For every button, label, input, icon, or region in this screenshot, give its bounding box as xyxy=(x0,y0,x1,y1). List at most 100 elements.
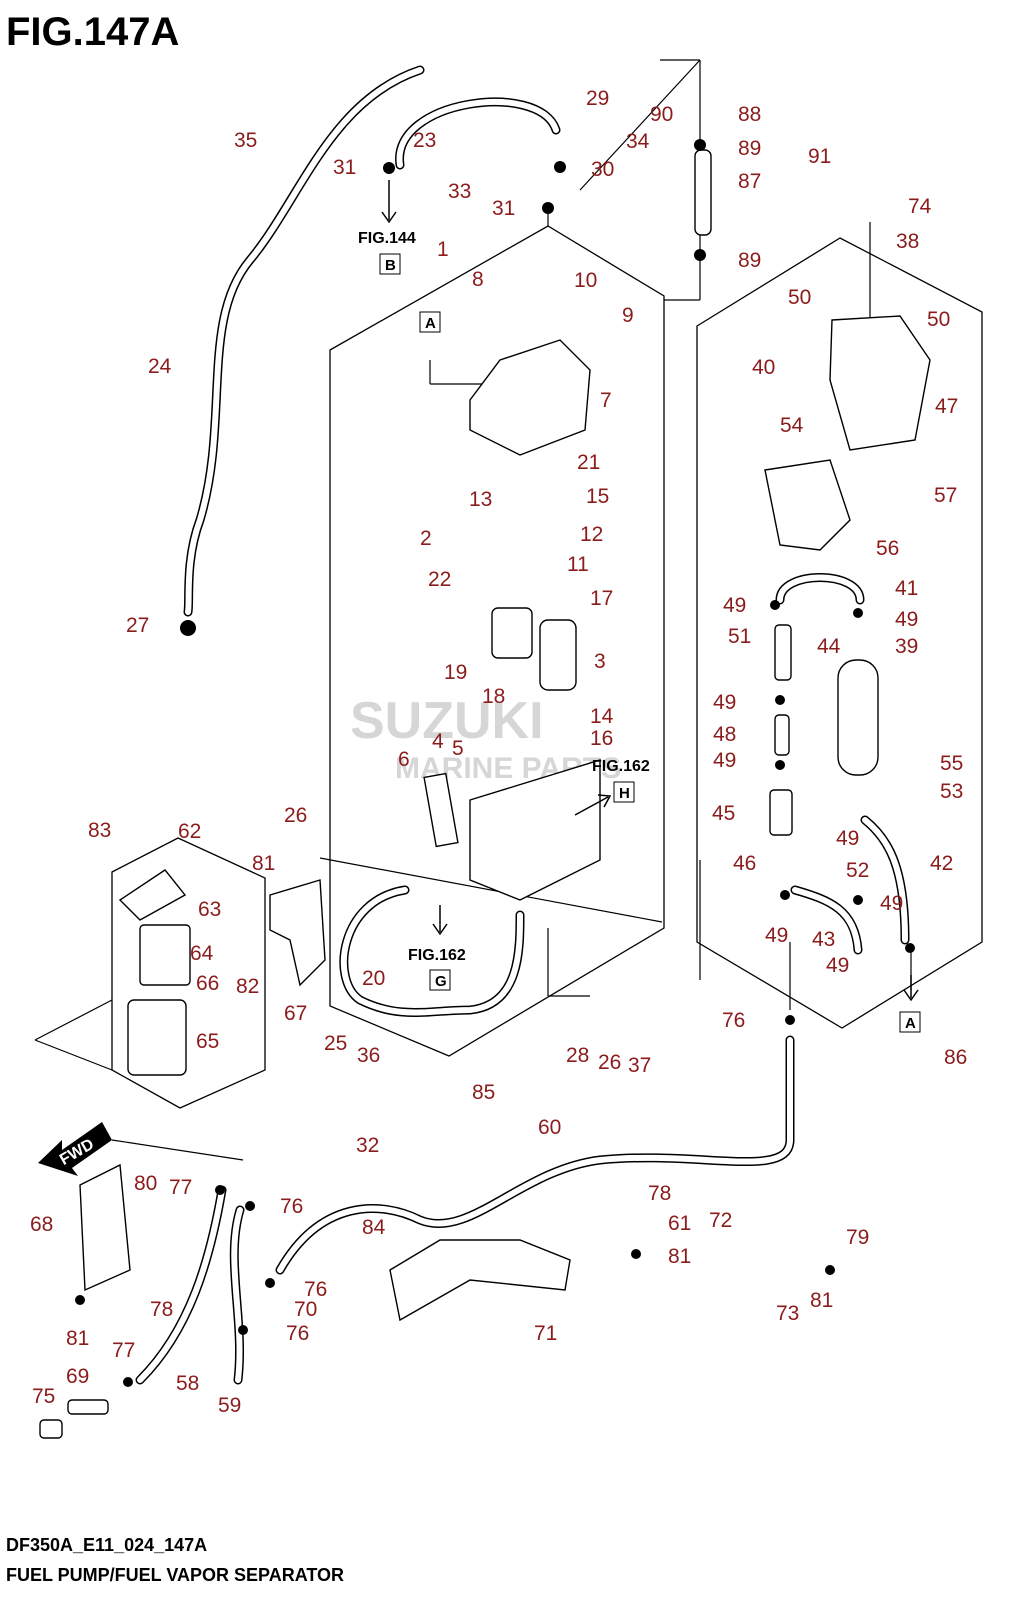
callout-14: 14 xyxy=(590,705,614,728)
watermark-brand: SUZUKI xyxy=(350,692,544,750)
components xyxy=(39,149,931,1439)
callout-53: 53 xyxy=(940,780,963,803)
callout-43: 43 xyxy=(812,928,835,951)
ref-fig162-top-box: H xyxy=(619,785,630,802)
callout-63: 63 xyxy=(198,898,221,921)
bracket-71 xyxy=(389,1239,571,1322)
callout-81c: 81 xyxy=(668,1245,691,1268)
hose-87 xyxy=(694,149,712,236)
fitting-75 xyxy=(39,1419,63,1439)
pump-body xyxy=(539,619,577,691)
bracket-40 xyxy=(829,315,931,451)
callout-76a: 76 xyxy=(722,1009,745,1032)
callout-27: 27 xyxy=(126,614,149,637)
joint-45 xyxy=(769,789,793,836)
callout-59: 59 xyxy=(218,1394,241,1417)
figure-references: FIG.144 B A FIG.162 H FIG.162 G A xyxy=(358,230,921,1033)
callout-60: 60 xyxy=(538,1116,561,1139)
callout-36: 36 xyxy=(357,1044,380,1067)
callout-78b: 78 xyxy=(648,1182,671,1205)
callout-77b: 77 xyxy=(112,1339,135,1362)
callout-56: 56 xyxy=(876,537,899,560)
callout-13: 13 xyxy=(469,488,492,511)
callout-65: 65 xyxy=(196,1030,219,1053)
callout-29: 29 xyxy=(586,87,609,110)
callout-6: 6 xyxy=(398,748,410,771)
callout-17: 17 xyxy=(590,587,613,610)
callout-7: 7 xyxy=(600,389,612,412)
callout-48: 48 xyxy=(713,723,736,746)
callout-24: 24 xyxy=(148,355,172,378)
callout-10: 10 xyxy=(574,269,597,292)
callout-50a: 50 xyxy=(788,286,811,309)
callout-85: 85 xyxy=(472,1081,495,1104)
callout-49d: 49 xyxy=(713,749,736,772)
ref-fig162-top: FIG.162 xyxy=(592,758,650,775)
callout-79: 79 xyxy=(846,1226,869,1249)
callout-61: 61 xyxy=(668,1212,691,1235)
bracket-67 xyxy=(269,879,326,987)
callout-88: 88 xyxy=(738,103,761,126)
fasteners xyxy=(75,139,915,1387)
callout-31b: 31 xyxy=(492,197,515,220)
pipe-48 xyxy=(774,714,790,756)
callout-70: 70 xyxy=(294,1298,317,1321)
callout-32: 32 xyxy=(356,1134,379,1157)
ref-arrows xyxy=(381,180,919,1002)
callout-12: 12 xyxy=(580,523,603,546)
callout-82: 82 xyxy=(236,975,259,998)
callout-30: 30 xyxy=(591,158,614,181)
callout-62: 62 xyxy=(178,820,201,843)
callout-4: 4 xyxy=(432,730,444,753)
callout-19: 19 xyxy=(444,661,467,684)
callout-73: 73 xyxy=(776,1302,799,1325)
hose-58 xyxy=(135,1185,227,1385)
callout-35: 35 xyxy=(234,129,257,152)
callout-49f: 49 xyxy=(880,892,903,915)
callout-46: 46 xyxy=(733,852,756,875)
callout-37: 37 xyxy=(628,1054,651,1077)
callout-76b: 76 xyxy=(280,1195,303,1218)
ref-fig144: FIG.144 xyxy=(358,230,416,247)
callout-49h: 49 xyxy=(826,954,849,977)
callout-23: 23 xyxy=(413,129,436,152)
callout-26b: 26 xyxy=(598,1051,621,1074)
callout-67: 67 xyxy=(284,1002,307,1025)
callout-64: 64 xyxy=(190,942,214,965)
callout-49b: 49 xyxy=(895,608,918,631)
callout-5: 5 xyxy=(452,737,464,760)
callout-87: 87 xyxy=(738,170,761,193)
callout-51: 51 xyxy=(728,625,751,648)
bracket-54 xyxy=(764,459,851,551)
callout-20: 20 xyxy=(362,967,385,990)
plate-68 xyxy=(79,1163,131,1292)
ref-box-a-right: A xyxy=(905,1015,916,1032)
callout-55: 55 xyxy=(940,752,963,775)
callout-34: 34 xyxy=(626,130,650,153)
callout-76d: 76 xyxy=(286,1322,309,1345)
callout-40: 40 xyxy=(752,356,775,379)
callout-83: 83 xyxy=(88,819,111,842)
callout-84: 84 xyxy=(362,1216,386,1239)
callout-89b: 89 xyxy=(738,249,761,272)
callout-9: 9 xyxy=(622,304,634,327)
gasket-plate xyxy=(423,772,459,848)
filter-cap xyxy=(491,607,533,659)
callout-72: 72 xyxy=(709,1209,732,1232)
callout-77a: 77 xyxy=(169,1176,192,1199)
callout-49a: 49 xyxy=(723,594,746,617)
callout-18: 18 xyxy=(482,685,505,708)
callout-49c: 49 xyxy=(713,691,736,714)
callout-80: 80 xyxy=(134,1172,157,1195)
callout-21: 21 xyxy=(577,451,600,474)
figure-code: DF350A_E11_024_147A xyxy=(6,1535,208,1555)
callout-2: 2 xyxy=(420,527,432,550)
callout-66: 66 xyxy=(196,972,219,995)
callout-38: 38 xyxy=(896,230,919,253)
callout-28: 28 xyxy=(566,1044,589,1067)
callout-71: 71 xyxy=(534,1322,557,1345)
callout-33: 33 xyxy=(448,180,471,203)
callout-47: 47 xyxy=(935,395,958,418)
callout-58: 58 xyxy=(176,1372,199,1395)
